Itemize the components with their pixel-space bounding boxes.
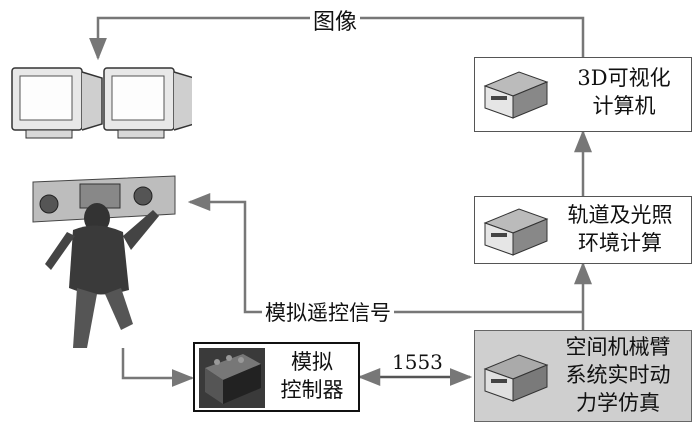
node-orbit-calc-line2: 环境计算 bbox=[578, 231, 662, 255]
node-arm-sim-line2: 系统实时动 bbox=[565, 363, 671, 387]
node-controller: 模拟 控制器 bbox=[193, 342, 360, 412]
controller-photo bbox=[199, 348, 265, 408]
server-icon bbox=[483, 71, 549, 119]
server-icon bbox=[483, 354, 549, 402]
server-icon bbox=[483, 208, 549, 256]
node-controller-line1: 模拟 bbox=[291, 350, 333, 374]
edge-label-image: 图像 bbox=[310, 4, 361, 36]
node-vis-computer-line1: 3D可视化 bbox=[577, 66, 671, 90]
node-arm-sim: 空间机械臂 系统实时动 力学仿真 bbox=[474, 330, 692, 422]
node-vis-computer: 3D可视化 计算机 bbox=[474, 57, 692, 132]
remote-signal-line bbox=[187, 193, 583, 314]
edge-label-bus: 1553 bbox=[389, 350, 446, 374]
node-vis-computer-line2: 计算机 bbox=[592, 94, 656, 118]
node-orbit-calc: 轨道及光照 环境计算 bbox=[474, 196, 692, 264]
node-arm-sim-line1: 空间机械臂 bbox=[565, 335, 671, 359]
monitors-group bbox=[2, 60, 195, 154]
operator-to-controller-line bbox=[121, 348, 195, 387]
node-orbit-calc-line1: 轨道及光照 bbox=[567, 203, 673, 227]
monitor-icon bbox=[11, 67, 195, 139]
node-arm-sim-line3: 力学仿真 bbox=[576, 391, 660, 415]
operator-station bbox=[25, 170, 185, 359]
operator-figure bbox=[32, 175, 176, 348]
edge-label-remote-signal: 模拟遥控信号 bbox=[262, 297, 394, 327]
node-controller-line2: 控制器 bbox=[280, 378, 344, 402]
